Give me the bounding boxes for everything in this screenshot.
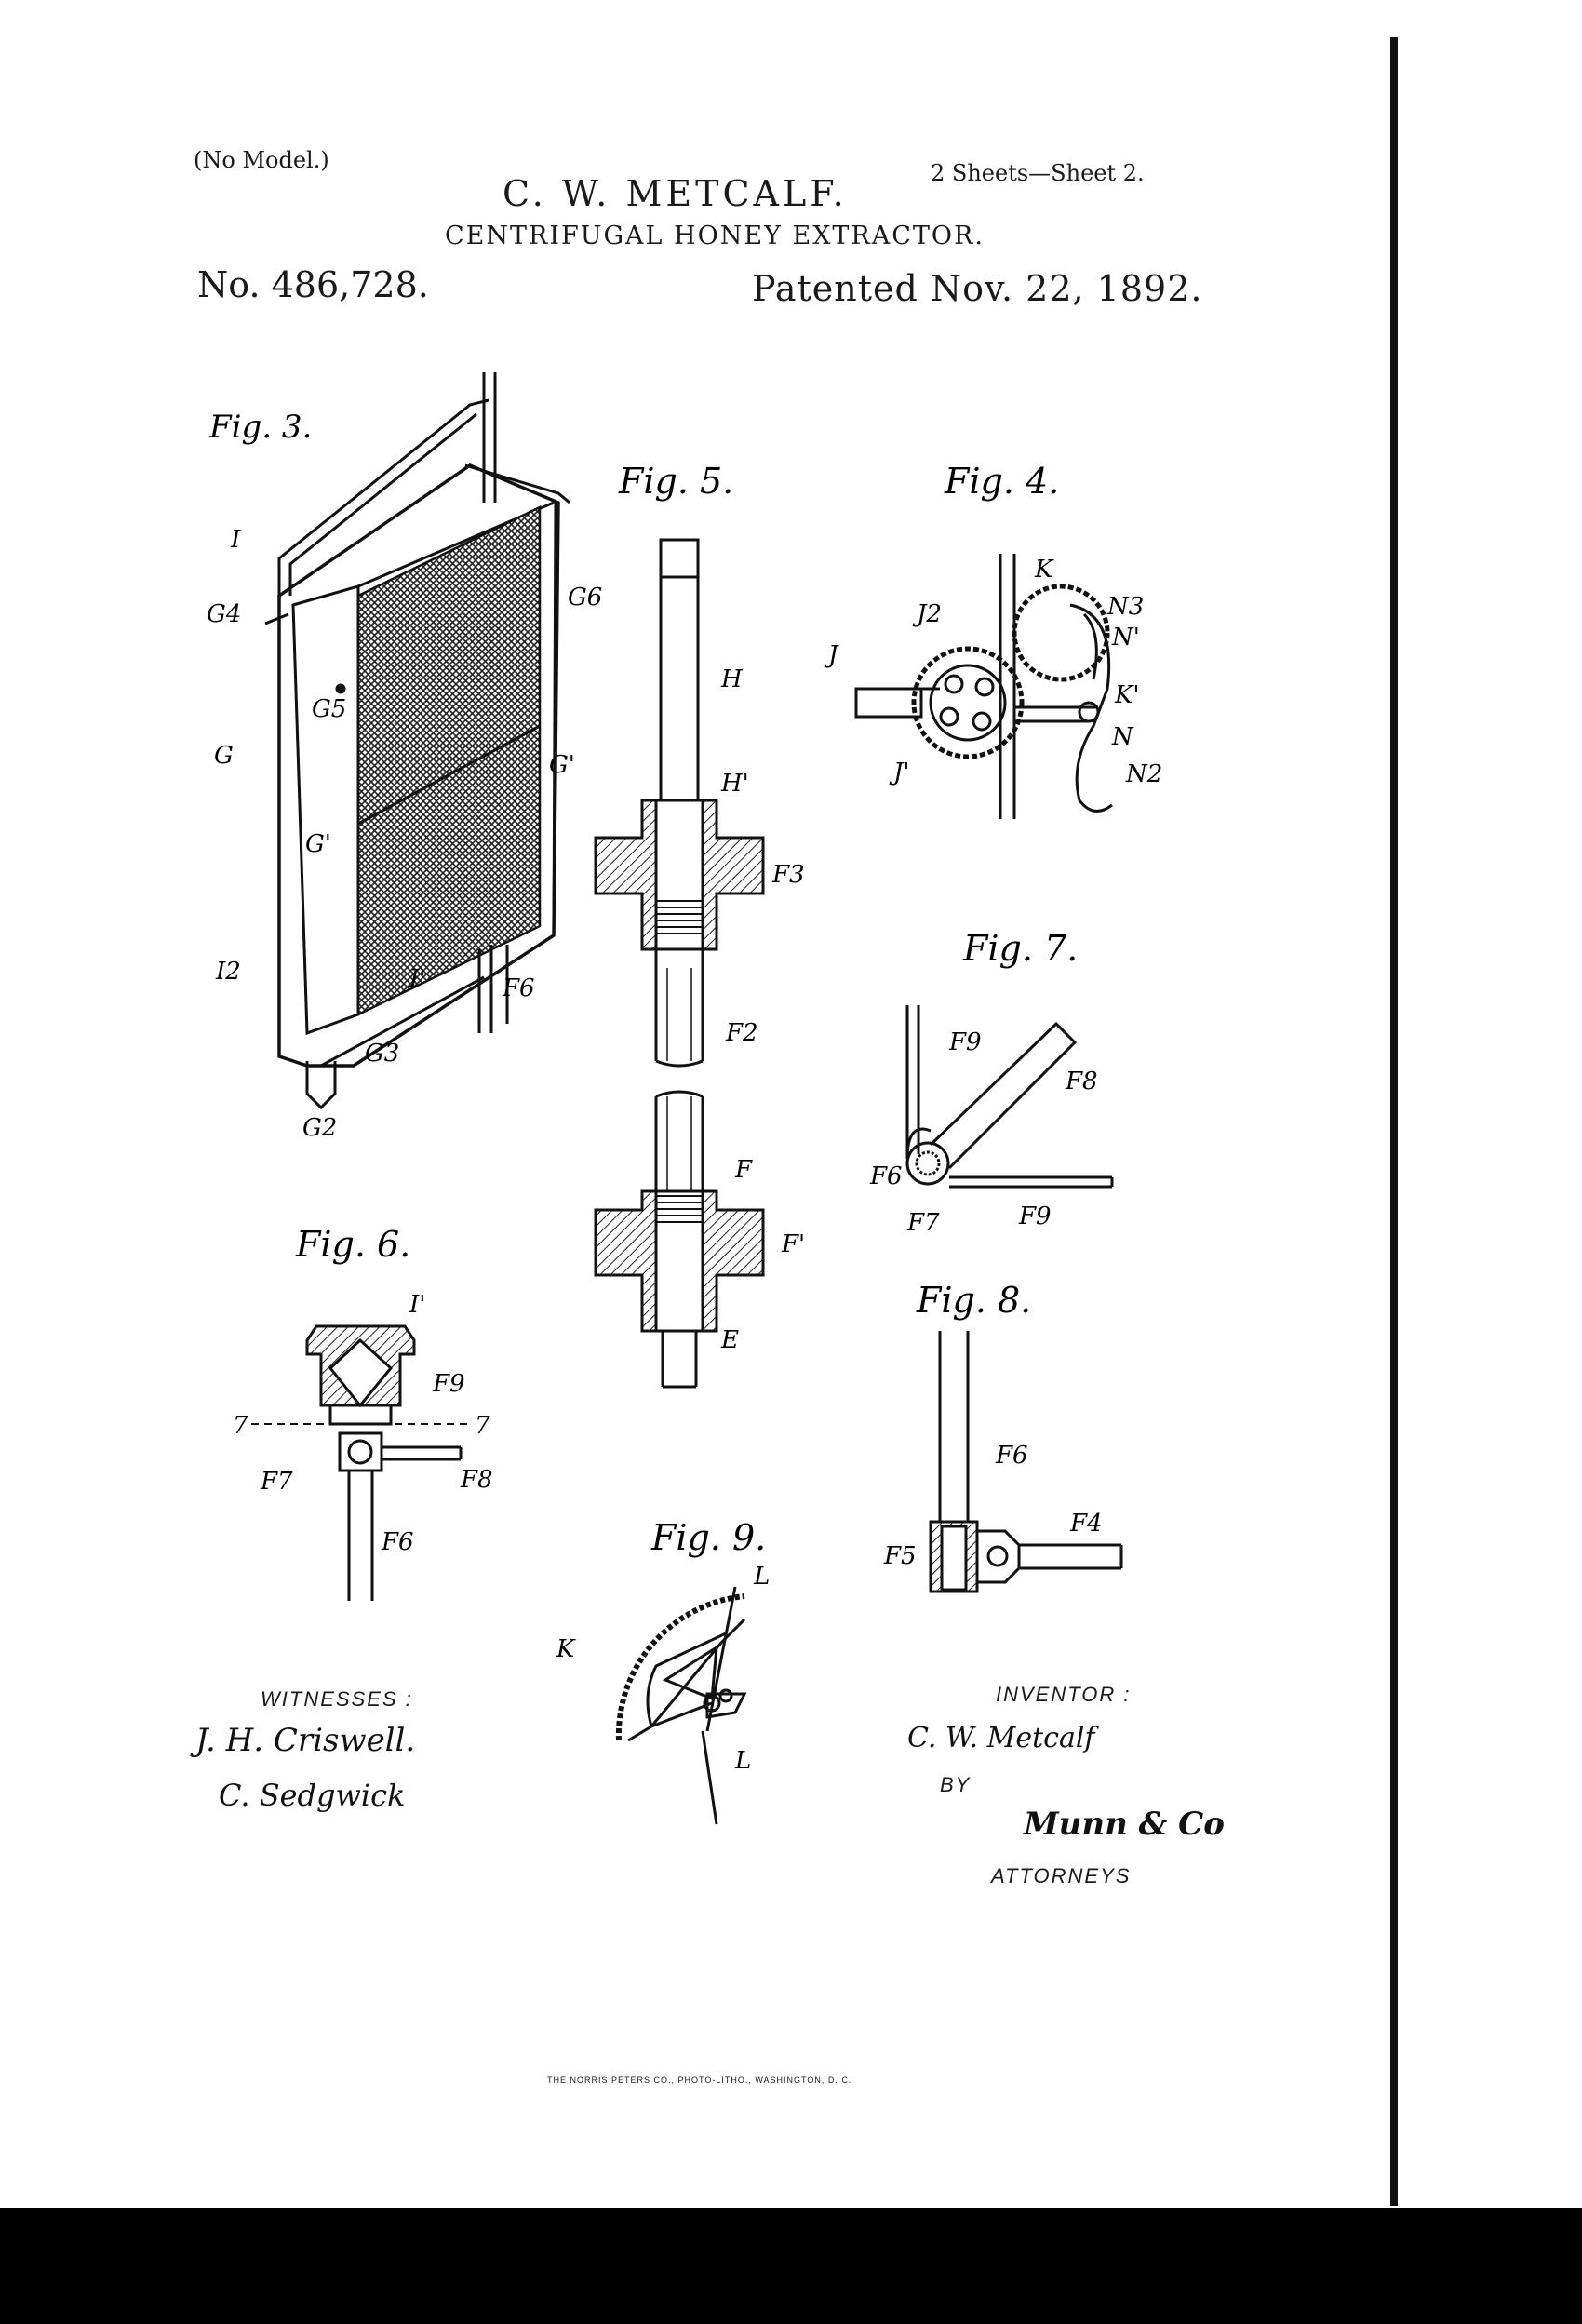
model-note: (No Model.)	[194, 147, 329, 173]
fig7-label: Fig. 7.	[962, 928, 1078, 969]
fig5-refs: H H' F3 F2 F F' E	[720, 665, 805, 1354]
svg-text:F5: F5	[883, 1542, 917, 1570]
svg-text:F6: F6	[869, 1162, 903, 1190]
svg-text:F: F	[734, 1156, 753, 1184]
svg-text:Fig. 6.: Fig. 6.	[295, 1224, 410, 1265]
svg-text:G': G'	[549, 751, 575, 779]
svg-text:F2: F2	[725, 1019, 758, 1047]
svg-text:I': I'	[409, 1291, 425, 1319]
svg-text:E: E	[720, 1326, 739, 1354]
patent-number: No. 486,728.	[197, 264, 429, 305]
fig5-label: Fig. 5.	[618, 461, 733, 502]
fig8-label: Fig. 8.	[916, 1280, 1031, 1321]
fig6-detail	[251, 1324, 470, 1601]
svg-text:H: H	[720, 665, 744, 693]
svg-text:G5: G5	[312, 695, 346, 723]
fig4-label: Fig. 4.	[944, 461, 1059, 502]
svg-text:G: G	[214, 742, 234, 770]
svg-text:F4: F4	[1069, 1510, 1103, 1538]
svg-text:N2: N2	[1125, 760, 1162, 788]
fig8-detail	[929, 1331, 1123, 1593]
svg-text:F8: F8	[460, 1466, 493, 1494]
svg-text:L: L	[753, 1563, 770, 1591]
svg-text:G6: G6	[568, 584, 602, 611]
svg-text:N3: N3	[1106, 593, 1144, 621]
printer-credit: THE NORRIS PETERS CO., PHOTO-LITHO., WAS…	[547, 2075, 852, 2085]
scan-bottom-border	[0, 2208, 1582, 2324]
svg-text:G3: G3	[365, 1040, 399, 1068]
svg-text:F': F'	[781, 1230, 805, 1258]
svg-text:Fig. 3.: Fig. 3.	[208, 409, 312, 446]
fig6-refs: I' F9 7 7 F7 F8 F6	[233, 1291, 493, 1556]
svg-text:J2: J2	[912, 600, 942, 628]
witnesses-label: WITNESSES :	[261, 1687, 413, 1711]
patent-title: CENTRIFUGAL HONEY EXTRACTOR.	[445, 222, 985, 250]
fig9-refs: L K L	[556, 1563, 770, 1775]
svg-text:G2: G2	[302, 1114, 337, 1142]
inventor-signature: C. W. Metcalf	[907, 1722, 1095, 1754]
svg-text:I': I'	[409, 965, 425, 993]
svg-text:7: 7	[475, 1412, 490, 1440]
fig3-label: Fig. 3.	[208, 409, 312, 446]
svg-text:Fig. 7.: Fig. 7.	[962, 928, 1078, 969]
svg-text:F6: F6	[995, 1442, 1028, 1470]
svg-text:F6: F6	[502, 974, 535, 1002]
svg-text:7: 7	[233, 1412, 248, 1440]
svg-text:J': J'	[889, 759, 910, 786]
svg-text:F7: F7	[906, 1209, 940, 1237]
svg-text:J: J	[824, 641, 839, 669]
svg-text:Fig. 5.: Fig. 5.	[618, 461, 733, 502]
fig4-gears	[854, 554, 1113, 819]
fig3-basket	[264, 372, 570, 1110]
svg-text:K: K	[556, 1635, 576, 1663]
svg-text:K: K	[1034, 556, 1054, 584]
svg-text:F8: F8	[1065, 1068, 1098, 1095]
svg-text:Fig. 4.: Fig. 4.	[944, 461, 1059, 502]
svg-text:G': G'	[305, 830, 331, 858]
svg-text:Fig. 9.: Fig. 9.	[650, 1517, 766, 1558]
svg-text:F9: F9	[432, 1370, 465, 1398]
witness-signature-2: C. Sedgwick	[219, 1778, 406, 1813]
svg-text:N': N'	[1111, 624, 1140, 652]
inventor-label: INVENTOR :	[996, 1683, 1132, 1706]
svg-text:Fig. 8.: Fig. 8.	[916, 1280, 1031, 1321]
fig9-detail	[615, 1586, 747, 1825]
svg-text:I2: I2	[215, 958, 241, 986]
sheet-count: 2 Sheets—Sheet 2.	[931, 160, 1145, 186]
fig9-label: Fig. 9.	[650, 1517, 766, 1558]
svg-text:F9: F9	[1018, 1202, 1052, 1230]
svg-text:F6: F6	[381, 1528, 414, 1556]
witness-signature-1: J. H. Criswell.	[195, 1722, 416, 1759]
attorney-signature: Munn & Co	[1024, 1806, 1225, 1843]
fig6-label: Fig. 6.	[295, 1224, 410, 1265]
scan-edge-line	[1390, 37, 1398, 2206]
svg-text:K': K'	[1114, 681, 1140, 709]
svg-text:N: N	[1111, 723, 1134, 751]
svg-text:F3: F3	[771, 861, 805, 889]
attorneys-label: ATTORNEYS	[991, 1864, 1132, 1887]
svg-text:I: I	[230, 526, 241, 554]
inventor-name: C. W. METCALF.	[503, 173, 848, 214]
svg-text:F9: F9	[948, 1028, 982, 1056]
fig7-refs: F9 F8 F6 F7 F9	[869, 1028, 1098, 1237]
patent-date: Patented Nov. 22, 1892.	[752, 268, 1203, 309]
by-label: BY	[940, 1773, 972, 1796]
fig3-refs: I G4 G6 G5 G G' G' I2 I' F6 G3 G2	[207, 526, 602, 1142]
svg-text:L: L	[734, 1747, 751, 1775]
fig4-refs: K J2 N3 N' J K' N J' N2	[824, 556, 1162, 788]
fig7-detail	[905, 1005, 1114, 1189]
fig8-refs: F6 F4 F5	[883, 1442, 1103, 1570]
fig5-shaft	[594, 538, 765, 1389]
svg-text:F7: F7	[260, 1468, 293, 1496]
svg-text:G4: G4	[207, 600, 241, 628]
svg-text:H': H'	[720, 770, 749, 798]
